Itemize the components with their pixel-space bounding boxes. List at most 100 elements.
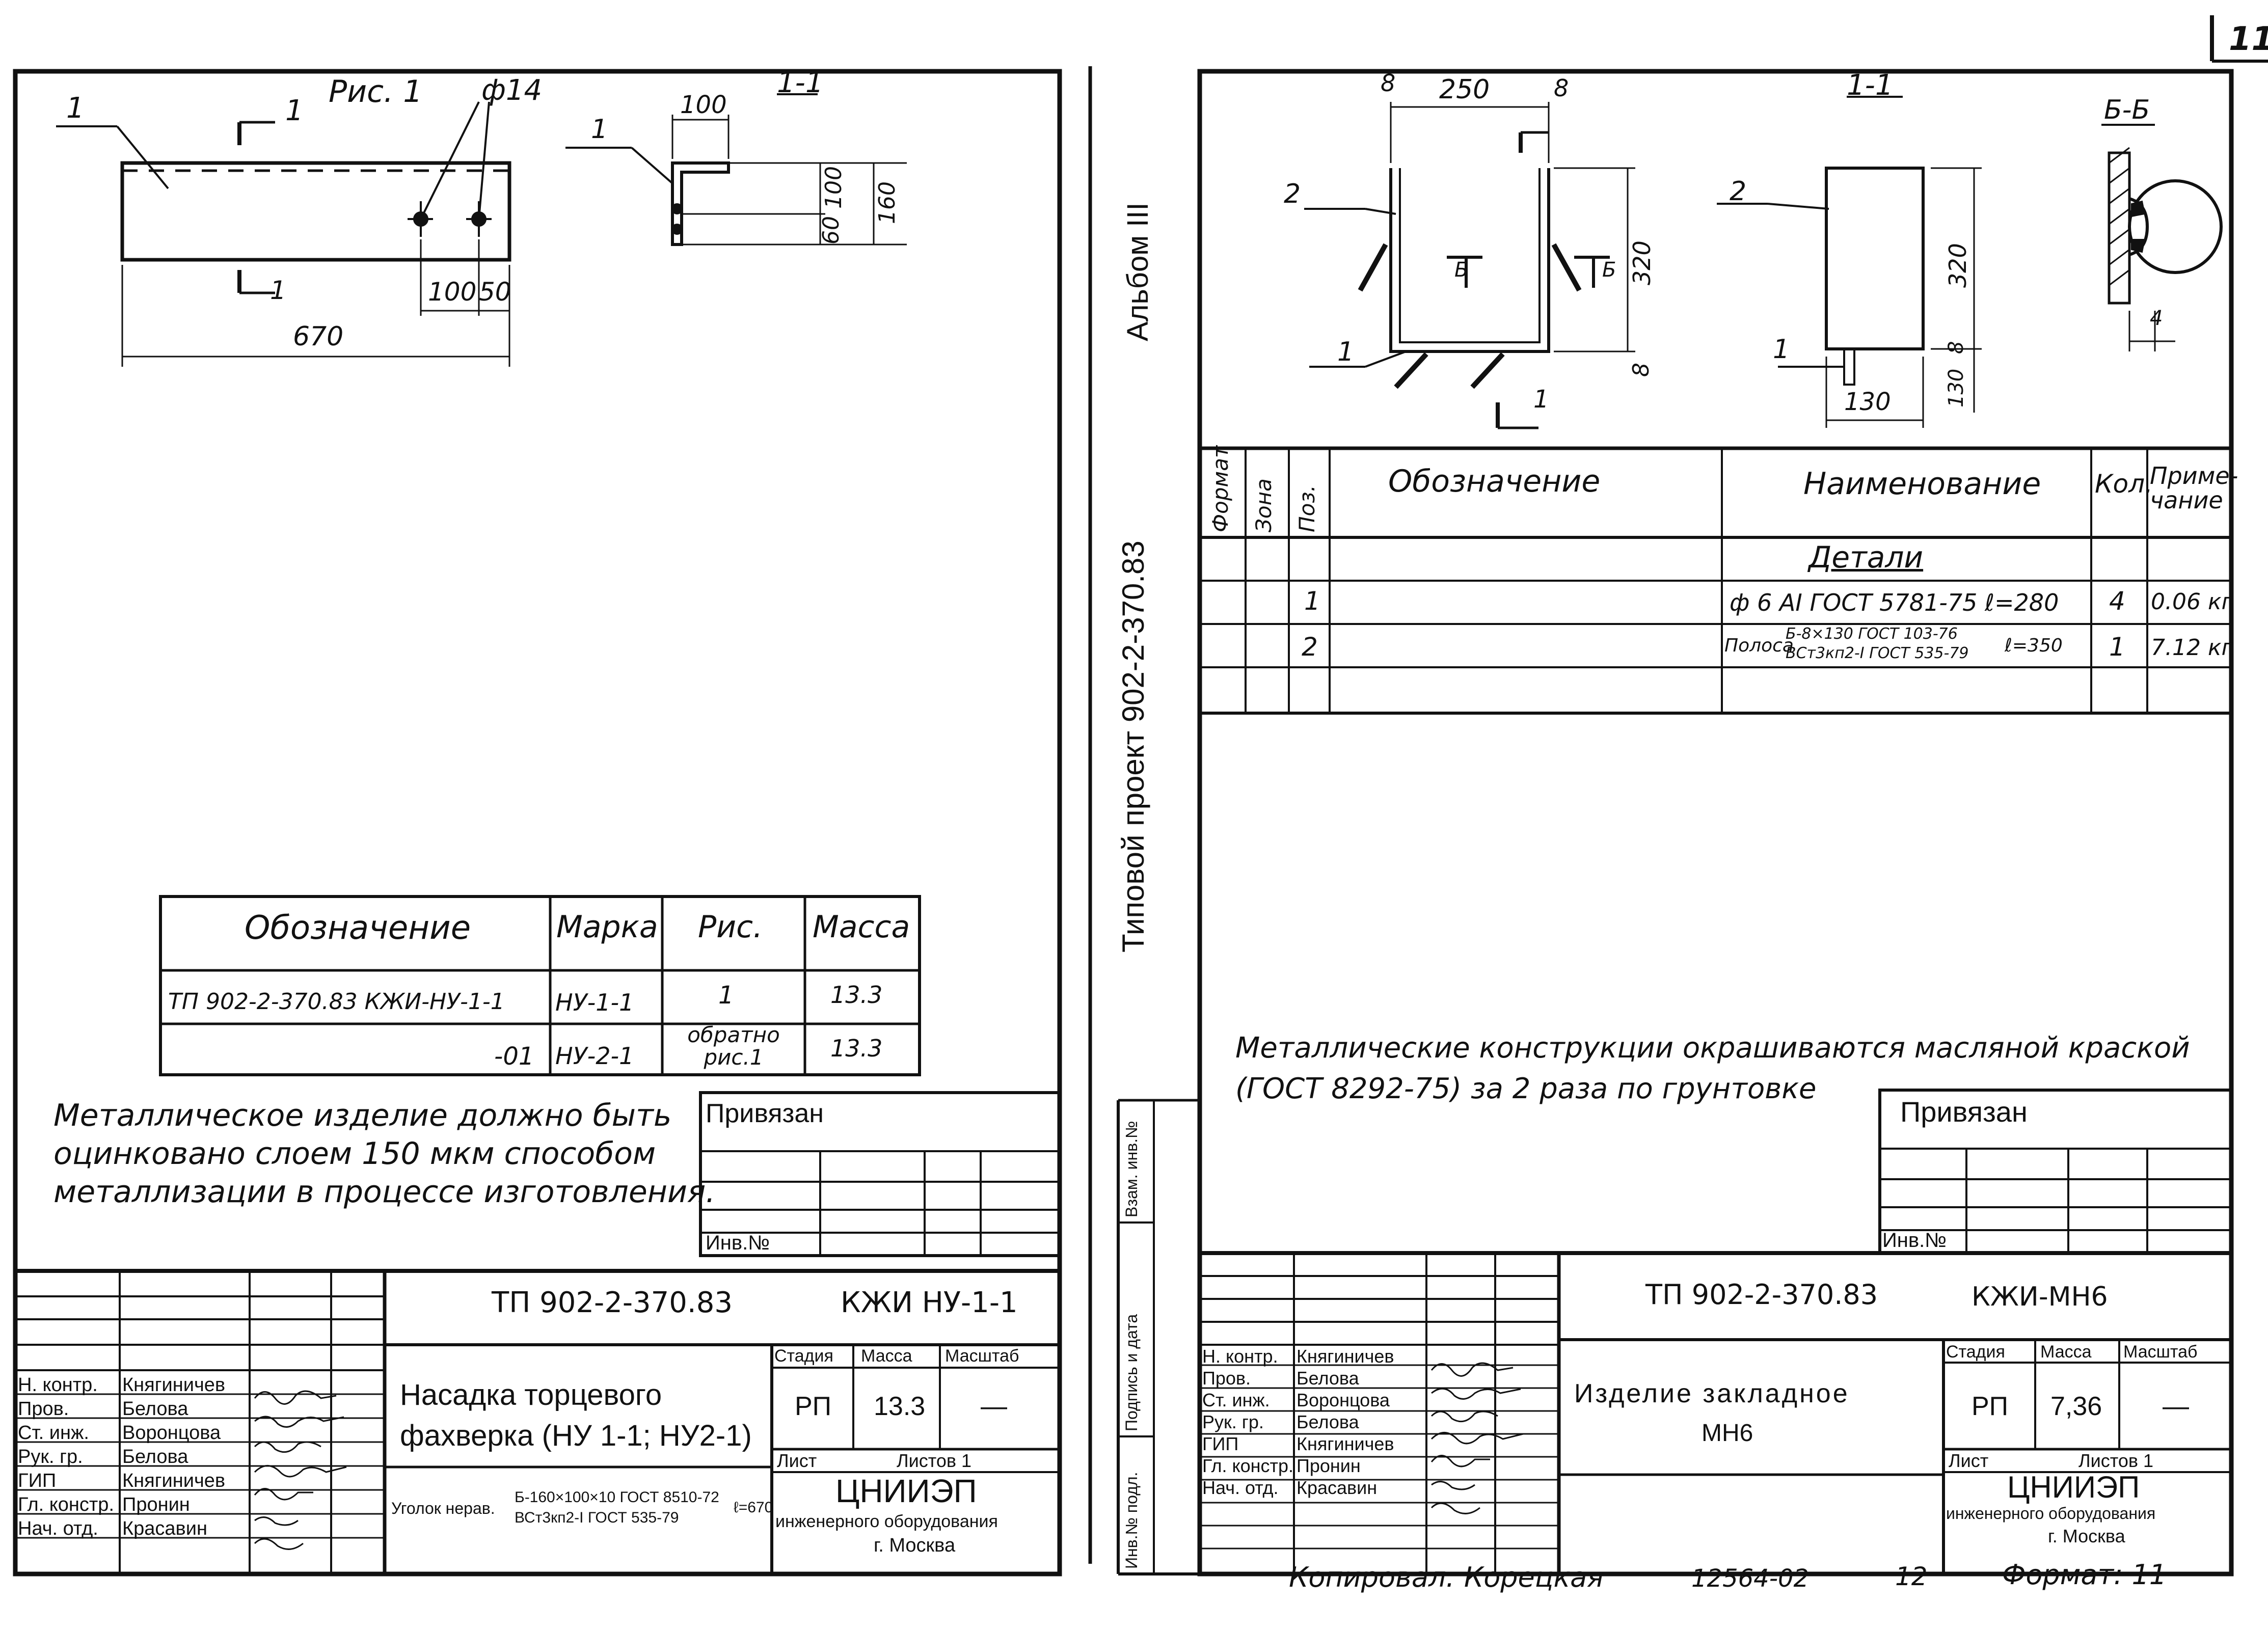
stage-header: Масштаб (2123, 1342, 2198, 1362)
section-label: 1-1 (777, 66, 824, 99)
spec-pos: 2 (1302, 632, 1318, 662)
staff-name: Пронин (122, 1494, 190, 1515)
doc-mark: КЖИ НУ-1-1 (841, 1286, 1018, 1319)
doc-title: МН6 (1702, 1420, 1753, 1447)
callout-1: 1 (1337, 337, 1355, 367)
note-line: металлизации в процессе изготовления. (53, 1174, 716, 1210)
format-label: Формат: 11 (2002, 1559, 2167, 1591)
stage-value: РП (1972, 1392, 2009, 1421)
dim-50: 50 (479, 277, 511, 307)
stage-value: 7,36 (2050, 1392, 2102, 1421)
org-city: г. Москва (874, 1535, 956, 1556)
spec-header: Наименование (1803, 466, 2041, 502)
spec-note: 7.12 кг (2151, 635, 2233, 661)
sign-date-label: Подпись и дата (1122, 1314, 1141, 1431)
doc-title: Изделие закладное (1574, 1379, 1850, 1408)
spec-header: Приме-чание (2150, 462, 2238, 514)
sheets-label: Листов 1 (897, 1450, 971, 1471)
sheets-label: Листов 1 (2078, 1450, 2153, 1471)
callout-1: 1 (1773, 334, 1790, 365)
spec-name-length: ℓ=350 (2005, 635, 2063, 656)
table-header: Масса (813, 909, 910, 945)
staff-role: Пров. (1202, 1368, 1251, 1389)
note-line: оцинковано слоем 150 мкм способом (53, 1136, 656, 1172)
note-line: Металлические конструкции окрашиваются м… (1235, 1031, 2190, 1065)
staff-role: Ст. инж. (18, 1422, 89, 1444)
dim-250: 250 (1439, 74, 1490, 105)
table-cell: НУ-1-1 (555, 989, 634, 1016)
staff-name: Княгиничев (1297, 1346, 1394, 1367)
inv-orig-label: Инв.№ подл. (1122, 1472, 1141, 1569)
inv-no-label: Инв.№ (706, 1232, 770, 1254)
staff-role: Гл. констр. (18, 1494, 114, 1515)
dim-8: 8 (1945, 341, 1968, 354)
doc-title: Насадка торцевого (400, 1378, 662, 1411)
table-cell: 13.3 (830, 981, 883, 1009)
staff-role: Рук. гр. (18, 1446, 83, 1468)
staff-role: Ст. инж. (1202, 1390, 1270, 1410)
table-cell: -01 (494, 1042, 534, 1071)
spec-name: ф 6 АI ГОСТ 5781-75 ℓ=280 (1730, 589, 2059, 616)
section-mark-bottom: 1 (270, 276, 286, 305)
staff-role: Рук. гр. (1202, 1411, 1264, 1432)
note-line: (ГОСТ 8292-75) за 2 раза по грунтовке (1235, 1072, 1817, 1105)
staff-name: Белова (1297, 1411, 1359, 1432)
stage-header: Масса (861, 1346, 912, 1366)
section-mark-b: Б (1454, 258, 1469, 282)
table-header: Марка (556, 909, 658, 945)
material-prefix: Уголок нерав. (391, 1499, 495, 1517)
stage-value: — (981, 1392, 1007, 1421)
dim-160: 160 (874, 181, 900, 224)
section-title: Б-Б (2104, 95, 2150, 125)
note-line: Металлическое изделие должно быть (53, 1098, 672, 1133)
sheet-label: Лист (1949, 1450, 1989, 1471)
doc-code: ТП 902-2-370.83 (492, 1286, 733, 1319)
staff-role: ГИП (1202, 1433, 1239, 1454)
inv-no-label: Инв.№ (1882, 1229, 1947, 1252)
stage-value: — (2163, 1392, 2189, 1421)
spec-header: Поз. (1294, 485, 1319, 532)
stage-header: Масштаб (945, 1346, 1019, 1366)
stage-header: Стадия (774, 1346, 833, 1366)
staff-name: Княгиничев (122, 1374, 226, 1396)
sheet-label: Лист (777, 1450, 817, 1471)
pos-callout: 1 (66, 92, 85, 125)
dim-8: 8 (1628, 363, 1654, 377)
stage-value: 13.3 (874, 1392, 926, 1421)
org-sub: инженерного оборудования (775, 1512, 998, 1531)
pos-callout-section: 1 (591, 114, 608, 145)
stage-value: РП (795, 1392, 832, 1421)
dim-60: 60 (818, 216, 844, 244)
spec-name-prefix: Полоса (1724, 635, 1794, 656)
spec-header: Обозначение (1388, 464, 1601, 499)
staff-name: Княгиничев (1297, 1433, 1394, 1454)
material-top: Б-160×100×10 ГОСТ 8510-72 (515, 1489, 719, 1506)
org-name: ЦНИИЭП (2007, 1470, 2140, 1504)
section-mark-b: Б (1602, 258, 1616, 282)
table-header: Обозначение (245, 909, 471, 947)
material-length: ℓ=670 (734, 1499, 773, 1516)
org-sub: инженерного оборудования (1946, 1504, 2156, 1523)
staff-name: Воронцова (122, 1422, 221, 1444)
callout-2: 2 (1284, 179, 1301, 209)
spec-header: Зона (1251, 478, 1276, 532)
project-label: Типовой проект 902-2-370.83 (1116, 540, 1150, 953)
staff-role: ГИП (18, 1470, 57, 1491)
staff-role: Н. контр. (18, 1374, 98, 1396)
staff-role: Н. контр. (1202, 1346, 1278, 1367)
table-cell: НУ-2-1 (555, 1042, 634, 1070)
dim-670: 670 (293, 321, 344, 352)
staff-name: Княгиничев (122, 1470, 226, 1491)
staff-name: Воронцова (1297, 1390, 1390, 1410)
privyazan-label: Привязан (706, 1099, 824, 1128)
section-mark-1: 1 (1533, 385, 1549, 414)
section-title: 1-1 (1847, 69, 1894, 102)
staff-role: Нач. отд. (1202, 1477, 1279, 1498)
table-cell: 13.3 (830, 1035, 883, 1062)
sheet-num: 12 (1895, 1562, 1928, 1591)
staff-name: Белова (122, 1446, 188, 1468)
weld-dim: 4 (2150, 307, 2163, 330)
staff-name: Красавин (122, 1518, 207, 1539)
